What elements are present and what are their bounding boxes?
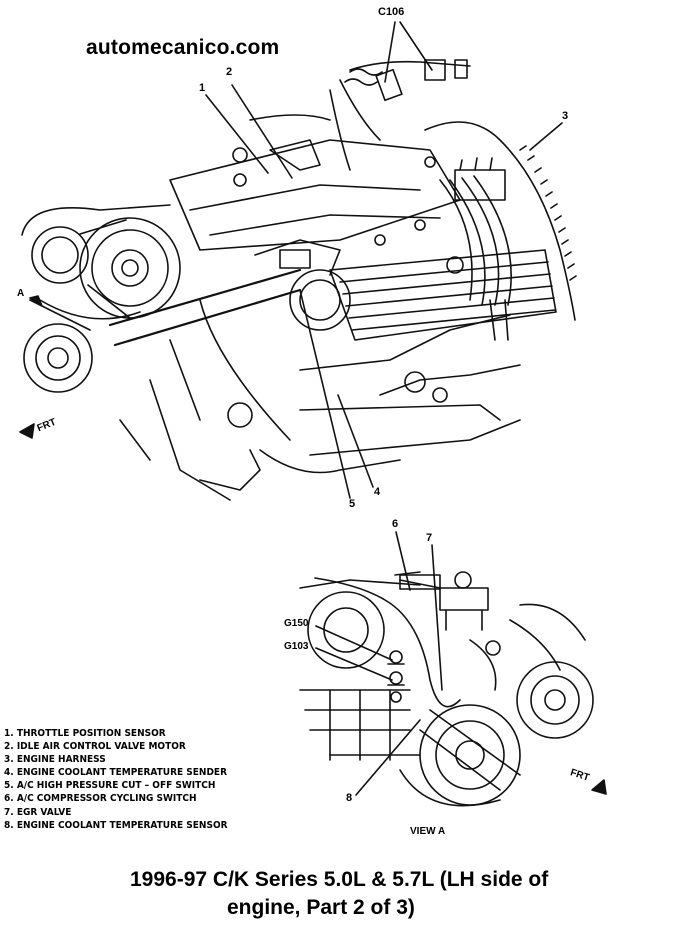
legend-item: 5. A/C HIGH PRESSURE CUT – OFF SWITCH [4, 780, 216, 792]
a-view-marker: A [17, 288, 25, 299]
legend-item: 8. ENGINE COOLANT TEMPERATURE SENSOR [4, 819, 228, 831]
figure-caption-line1: 1996-97 C/K Series 5.0L & 5.7L (LH side … [130, 868, 549, 891]
legend-item: 7. EGR VALVE [4, 806, 72, 818]
callout-6: 6 [392, 518, 399, 530]
callout-3: 3 [562, 110, 569, 122]
view-a-engine-detail [299, 531, 607, 807]
callout-7: 7 [426, 532, 433, 544]
main-engine-view [19, 21, 577, 501]
legend-item: 2. IDLE AIR CONTROL VALVE MOTOR [4, 741, 186, 753]
callout-g103: G103 [284, 641, 309, 652]
legend-item: 1. THROTTLE POSITION SENSOR [4, 728, 166, 739]
legend-item: 4. ENGINE COOLANT TEMPERATURE SENDER [4, 767, 228, 779]
site-watermark: automecanico.com [86, 36, 280, 59]
callout-g150: G150 [284, 618, 309, 629]
view-a-label: VIEW A [410, 826, 446, 837]
figure-caption-line2: engine, Part 2 of 3) [227, 896, 415, 919]
callout-2: 2 [226, 66, 233, 78]
callout-4: 4 [374, 486, 381, 498]
callout-c106: C106 [378, 6, 405, 18]
legend-item: 3. ENGINE HARNESS [4, 754, 106, 766]
legend-item: 6. A/C COMPRESSOR CYCLING SWITCH [4, 793, 197, 805]
callout-1: 1 [199, 82, 206, 94]
callout-8: 8 [346, 792, 353, 804]
component-legend: 1. THROTTLE POSITION SENSOR 2. IDLE AIR … [4, 727, 228, 832]
callout-5: 5 [349, 498, 356, 510]
